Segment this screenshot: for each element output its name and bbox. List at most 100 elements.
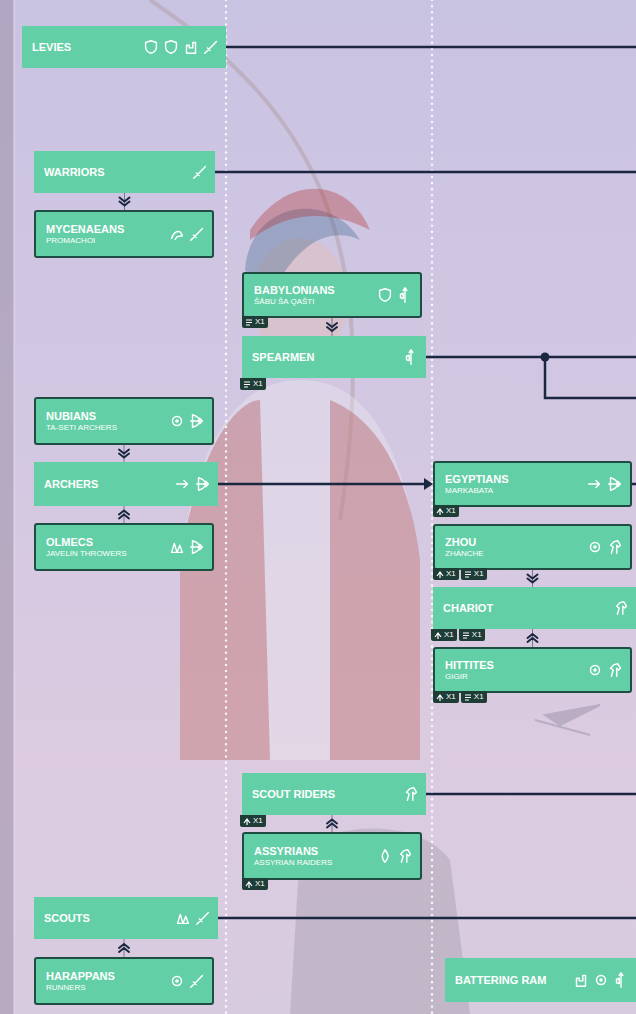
- cost-badges: X1 X1: [433, 691, 487, 703]
- cost-icon: [462, 631, 470, 639]
- cost-badge: X1: [240, 378, 266, 390]
- unit-box: HITTITESGIGIRX1X1: [433, 647, 632, 693]
- upgrade-chevron: [528, 634, 538, 642]
- cost-badges: X1: [242, 878, 268, 890]
- upgrade-connector: [327, 815, 337, 832]
- unit-name: ZHOU: [445, 536, 580, 549]
- cost-badge: X1: [461, 568, 487, 580]
- cost-badge: X1: [461, 691, 487, 703]
- unit-icon: [188, 972, 206, 990]
- unit-icon: [174, 909, 192, 927]
- cost-icon: [464, 693, 472, 701]
- unit-icons: [586, 475, 624, 493]
- unit-icon: [402, 785, 420, 803]
- unit-box: OLMECSJAVELIN THROWERS: [34, 523, 214, 571]
- upgrade-connector: [119, 939, 129, 957]
- unit-subtitle: RUNNERS: [46, 983, 162, 993]
- cost-badge: X1: [240, 815, 266, 827]
- unit-icon: [606, 538, 624, 556]
- cost-icon: [436, 693, 444, 701]
- cost-badges: X1: [240, 815, 266, 827]
- unit-name: OLMECS: [46, 536, 162, 549]
- cost-icon: [434, 631, 442, 639]
- unit-icons: [612, 599, 630, 617]
- cost-badge: X1: [431, 629, 457, 641]
- unit-icons: [586, 538, 624, 556]
- unit-icons: [168, 972, 206, 990]
- unit-icon: [168, 538, 186, 556]
- unit-name: HARAPPANS: [46, 970, 162, 983]
- cost-amount: X1: [255, 878, 265, 890]
- upgrade-chevron: [327, 820, 337, 828]
- unit-icon: [142, 38, 160, 56]
- unit-box: SCOUTS: [34, 897, 218, 939]
- upgrade-chevron: [120, 198, 130, 206]
- plane-illustration: [535, 705, 600, 735]
- unit-icons: [402, 785, 420, 803]
- arrow-head: [424, 478, 433, 490]
- unit-icon: [168, 225, 186, 243]
- upgrade-connector: [120, 193, 130, 210]
- unit-name: ARCHERS: [44, 478, 168, 491]
- unit-box: MYCENAEANSPROMACHOI: [34, 210, 214, 258]
- unit-name: EGYPTIANS: [445, 473, 580, 486]
- upgrade-chevron: [119, 450, 129, 458]
- unit-icons: [174, 909, 212, 927]
- next-era-line: [545, 357, 636, 398]
- cost-icon: [245, 318, 253, 326]
- unit-box: LEVIES: [22, 26, 226, 68]
- cost-amount: X1: [474, 691, 484, 703]
- next-era-line: [222, 46, 636, 49]
- upgrade-connector: [528, 629, 538, 647]
- unit-name: ASSYRIANS: [254, 845, 370, 858]
- unit-icon: [162, 38, 180, 56]
- unit-box: SCOUT RIDERSX1: [242, 773, 426, 815]
- unit-icon: [586, 538, 604, 556]
- unit-icons: [586, 661, 624, 679]
- unit-subtitle: ŠĀBU ŠA QAŠTI: [254, 297, 370, 307]
- cost-amount: X1: [446, 691, 456, 703]
- branch-dot: [541, 353, 550, 362]
- unit-icons: [402, 348, 420, 366]
- unit-icon: [188, 225, 206, 243]
- unit-icons: [168, 538, 206, 556]
- vest-illustration: [180, 400, 420, 760]
- next-era-line: [420, 793, 636, 796]
- unit-box: SPEARMENX1: [242, 336, 426, 378]
- unit-name: WARRIORS: [44, 166, 185, 179]
- cost-badge: X1: [459, 629, 485, 641]
- cost-icon: [243, 380, 251, 388]
- unit-icon: [194, 909, 212, 927]
- unit-subtitle: ZHÀNCHE: [445, 549, 580, 559]
- cost-amount: X1: [446, 568, 456, 580]
- unit-box: BABYLONIANSŠĀBU ŠA QAŠTIX1: [242, 272, 422, 318]
- unit-name: SCOUT RIDERS: [252, 788, 396, 801]
- upgrade-chevron: [528, 575, 538, 583]
- left-strip: [0, 0, 14, 1014]
- unit-box: HARAPPANSRUNNERS: [34, 957, 214, 1005]
- cost-amount: X1: [474, 568, 484, 580]
- unit-box: ARCHERS: [34, 462, 218, 506]
- next-era-line: [422, 356, 636, 359]
- unit-name: CHARIOT: [443, 602, 606, 615]
- unit-subtitle: PROMACHOI: [46, 236, 162, 246]
- cost-badges: X1X1: [431, 629, 485, 641]
- cost-amount: X1: [446, 505, 456, 517]
- unit-name: BABYLONIANS: [254, 284, 370, 297]
- unit-box: EGYPTIANSMARKABATAX1: [433, 461, 632, 507]
- unit-name: BATTERING RAM: [455, 974, 566, 987]
- unit-icon: [188, 538, 206, 556]
- unit-icons: [376, 286, 414, 304]
- unit-icon: [202, 38, 220, 56]
- shirt-illustration: [180, 380, 420, 760]
- cost-amount: X1: [253, 378, 263, 390]
- unit-icon: [586, 661, 604, 679]
- cost-badge: X1: [433, 568, 459, 580]
- cost-badge: X1: [242, 878, 268, 890]
- unit-icon: [376, 847, 394, 865]
- unit-name: NUBIANS: [46, 410, 162, 423]
- cost-badges: X1 X1: [433, 568, 487, 580]
- unit-icon: [396, 847, 414, 865]
- unit-icon: [194, 475, 212, 493]
- unit-icon: [402, 348, 420, 366]
